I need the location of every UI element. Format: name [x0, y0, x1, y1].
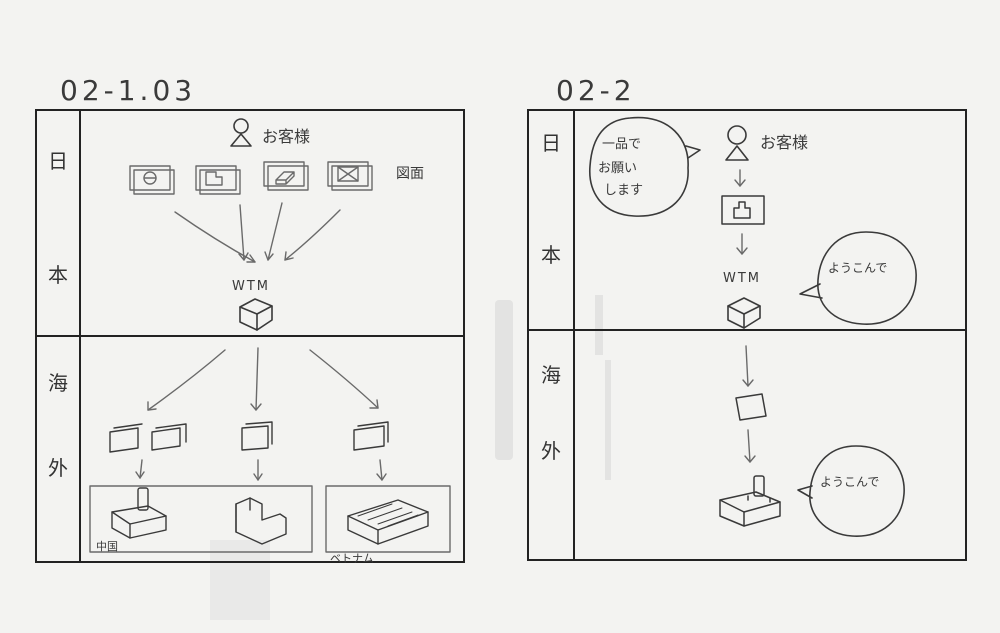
- right-arrow-3: [742, 345, 754, 387]
- customer-speech-bubble: 一品で お願い します: [589, 116, 701, 217]
- drawing-sheet-icon-3: [263, 161, 309, 191]
- hub-bubble-text: ようこんで: [828, 261, 887, 275]
- right-hub-label: WTM: [723, 271, 761, 286]
- right-row-label-overseas-2: 外: [541, 439, 561, 463]
- drawing-sheet-icon-2: [195, 165, 241, 195]
- overseas-sheet-icon-2: [241, 421, 273, 451]
- factory-speech-bubble: ようこんで: [797, 445, 905, 537]
- right-arrow-1: [734, 169, 746, 187]
- left-drawings-label: 図面: [396, 166, 424, 182]
- left-customer-label: お客様: [262, 127, 310, 146]
- vietnam-factory-box: [325, 485, 451, 553]
- left-row-label-overseas-1: 海: [48, 371, 68, 395]
- customer-bubble-line-1: 一品で: [602, 137, 641, 152]
- left-row-label-domestic-1: 日: [48, 149, 68, 173]
- left-customer-person-icon: [230, 118, 252, 147]
- right-row-label-overseas-1: 海: [541, 363, 561, 387]
- right-heading: 02-2: [556, 74, 636, 107]
- right-row-label-domestic-1: 日: [541, 131, 561, 155]
- vietnam-machine-icon: [347, 499, 429, 545]
- overseas-sheet-icon-3: [353, 421, 389, 451]
- customer-bubble-line-3: します: [604, 183, 643, 198]
- drawing-sheet-icon-4: [327, 161, 373, 191]
- right-overseas-sheet-icon: [735, 393, 767, 421]
- paper-show-through: [210, 295, 611, 620]
- left-heading: 02-1.03: [60, 74, 196, 107]
- china-factory-box: [89, 485, 313, 553]
- left-panel: 02-1.03 日 本 海 外 お客様: [35, 74, 465, 565]
- right-factory-machine-icon: [719, 475, 781, 527]
- right-panel: 02-2 日 本 海 外 一品で お願い します お客様: [527, 74, 967, 561]
- factory-bubble-text: ようこんで: [820, 475, 879, 489]
- overseas-sheet-icons-group-1: [109, 423, 187, 453]
- hub-speech-bubble: ようこんで: [799, 231, 917, 325]
- right-table-frame: [527, 109, 967, 561]
- right-drawing-sheet-icon: [721, 195, 765, 225]
- left-hub-label: WTM: [232, 279, 270, 294]
- right-hub-cube-icon: [727, 297, 761, 329]
- left-row-label-domestic-2: 本: [48, 263, 68, 287]
- factory-label-china: 中国: [96, 540, 118, 553]
- left-arrows-to-factories: [135, 459, 387, 481]
- left-row-label-overseas-2: 外: [48, 456, 68, 480]
- drawing-sheet-icon-1: [129, 165, 175, 195]
- factory-label-vietnam: ベトナム: [330, 552, 374, 565]
- china-machine-icon-2: [235, 497, 287, 545]
- left-hub-cube-icon: [239, 298, 273, 331]
- right-customer-person-icon: [725, 125, 749, 161]
- china-machine-icon-1: [111, 487, 167, 539]
- left-arrows-to-hub: [174, 202, 341, 263]
- right-arrow-4: [744, 429, 756, 463]
- right-row-label-domestic-2: 本: [541, 243, 561, 267]
- right-customer-label: お客様: [760, 133, 808, 152]
- customer-bubble-line-2: お願い: [598, 161, 637, 176]
- right-arrow-2: [736, 233, 748, 255]
- left-arrows-to-overseas: [147, 347, 379, 411]
